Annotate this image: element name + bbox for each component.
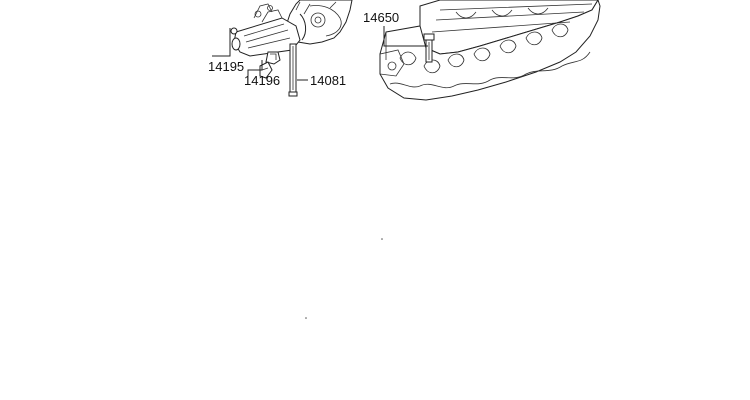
part-label-14195: 14195 <box>208 59 244 74</box>
leader-14196 <box>247 60 263 76</box>
speck-1 <box>381 238 383 240</box>
cylinder-head <box>379 0 601 101</box>
leader-14650 <box>383 26 428 47</box>
leader-14195 <box>212 28 231 57</box>
part-label-14196: 14196 <box>244 73 280 88</box>
part-label-14650: 14650 <box>363 10 399 25</box>
speck-2 <box>305 317 307 319</box>
part-label-14081: 14081 <box>310 73 346 88</box>
starter-assembly <box>230 0 353 97</box>
